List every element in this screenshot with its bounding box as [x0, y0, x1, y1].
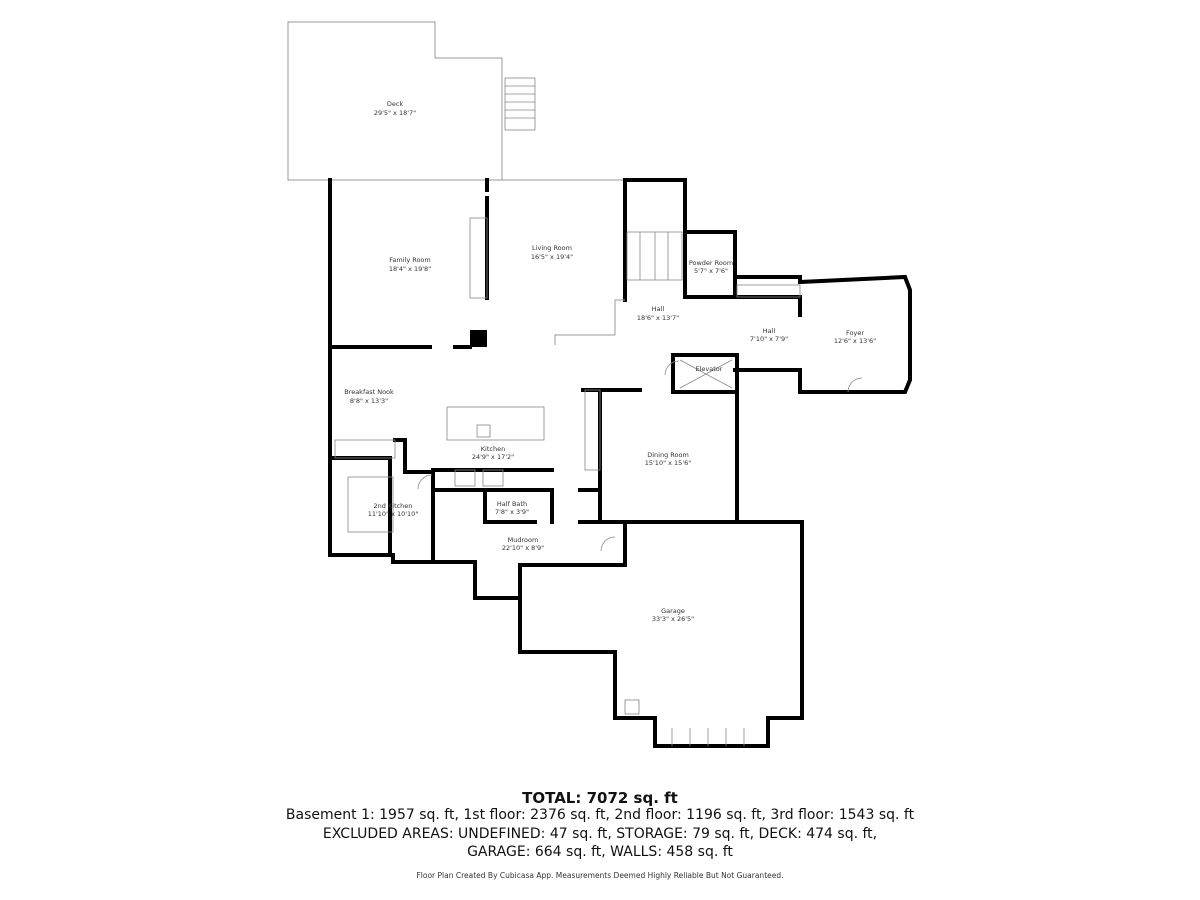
room-name: Half Bath — [497, 500, 527, 508]
room-name: Elevator — [696, 365, 723, 373]
room-name: Foyer — [846, 329, 864, 337]
room-name: 2nd Kitchen — [374, 502, 413, 510]
room-name: Powder Room — [689, 259, 733, 267]
room-dims: 7'8" x 3'9" — [495, 508, 529, 516]
room-dims: 24'9" x 17'2" — [472, 453, 514, 461]
room-dims: 16'5" x 19'4" — [531, 253, 573, 261]
room-name: Living Room — [532, 244, 572, 252]
room-name: Deck — [387, 100, 404, 108]
room-name: Hall — [652, 305, 665, 313]
fireplace-unit — [469, 217, 488, 299]
kitchen-island — [446, 406, 545, 441]
excluded-areas: EXCLUDED AREAS: UNDEFINED: 47 sq. ft, ST… — [322, 826, 878, 842]
room-dims: 5'7" x 7'6" — [694, 267, 728, 275]
room-dims: 33'3" x 26'5" — [652, 615, 694, 623]
sink — [476, 424, 491, 438]
credit-note: Floor Plan Created By Cubicasa App. Meas… — [416, 871, 784, 880]
deck-outline — [287, 21, 503, 181]
room-dims: 18'6" x 13'7" — [637, 314, 679, 322]
room-name: Garage — [661, 607, 685, 615]
stairs — [626, 231, 683, 281]
room-dims: 12'6" x 13'6" — [834, 337, 876, 345]
room-dims: 8'8" x 13'3" — [350, 397, 388, 405]
room-dims: 7'10" x 7'9" — [750, 335, 788, 343]
deck-stairs — [504, 77, 536, 131]
total-area: TOTAL: 7072 sq. ft — [522, 789, 678, 807]
room-name: Family Room — [389, 256, 431, 264]
room-dims: 11'10" x 10'10" — [368, 510, 419, 518]
room-dims: 15'10" x 15'6" — [645, 459, 691, 467]
room-name: Dining Room — [647, 451, 689, 459]
fixtures — [334, 217, 863, 746]
room-name: Kitchen — [481, 445, 505, 453]
excluded-areas-cont: GARAGE: 664 sq. ft, WALLS: 458 sq. ft — [467, 844, 733, 860]
floor-areas: Basement 1: 1957 sq. ft, 1st floor: 2376… — [285, 807, 915, 823]
room-name: Hall — [763, 327, 776, 335]
room-dims: 18'4" x 19'8" — [389, 265, 431, 273]
room-dims: 22'10" x 8'9" — [502, 544, 544, 552]
room-name: Breakfast Nook — [344, 388, 394, 396]
room-labels: Deck 29'5" x 18'7" Family Room 18'4" x 1… — [344, 100, 876, 623]
room-dims: 29'5" x 18'7" — [374, 109, 416, 117]
room-name: Mudroom — [508, 536, 539, 544]
